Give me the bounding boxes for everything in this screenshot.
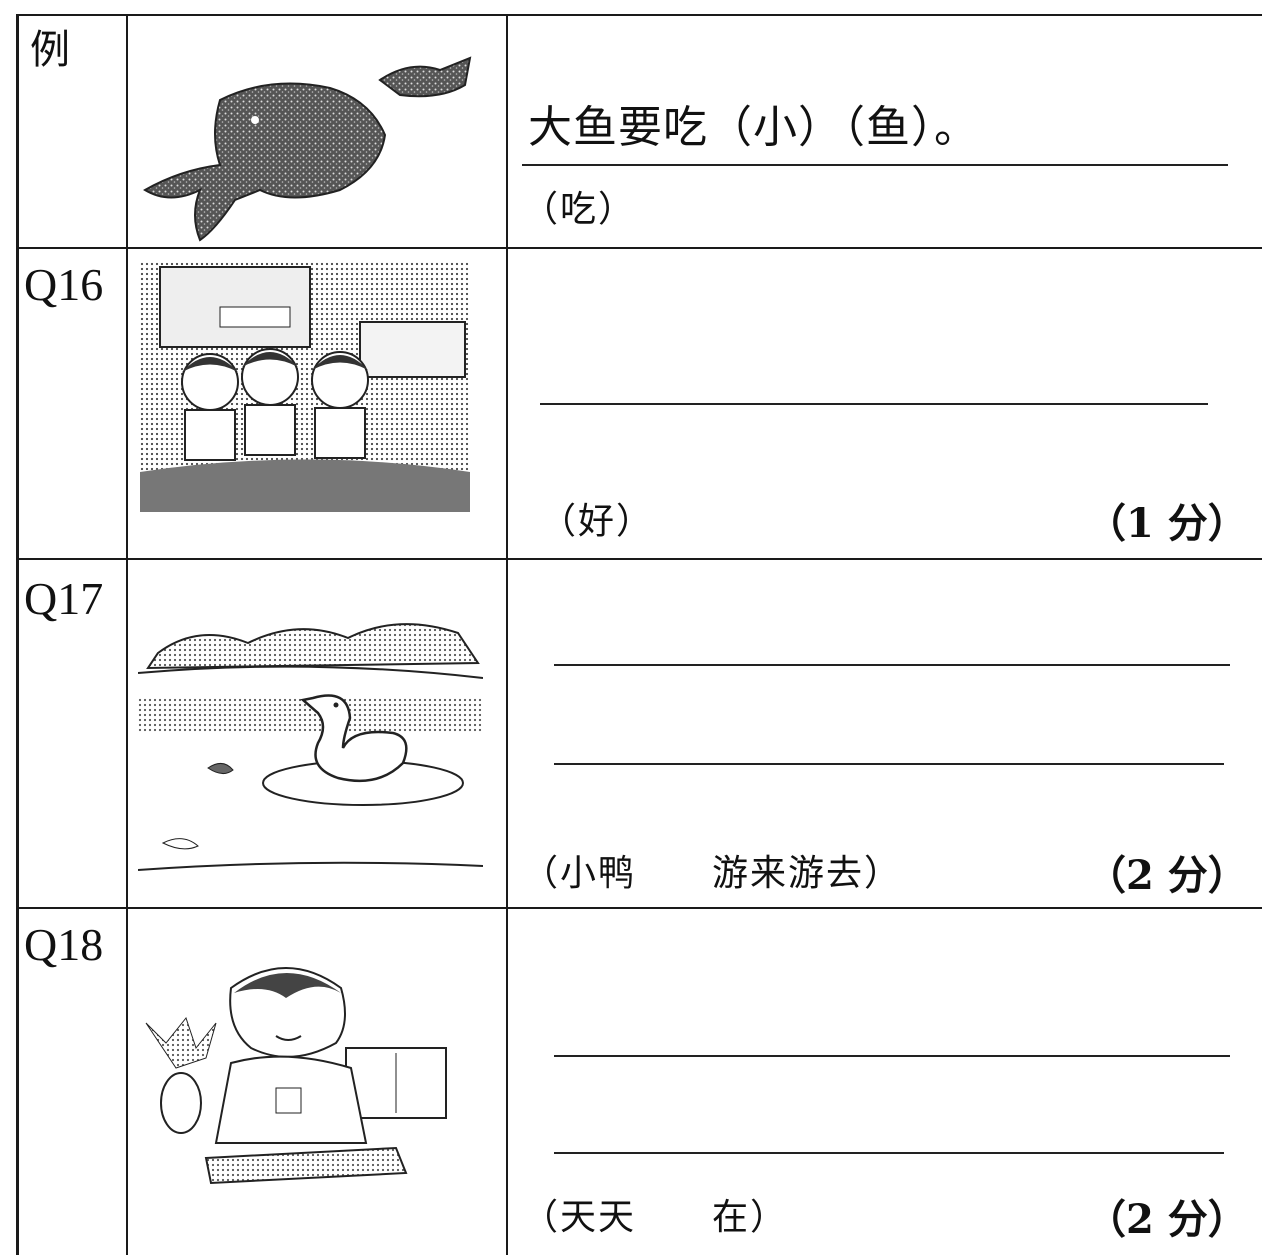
duck-in-pond-picture xyxy=(138,608,483,883)
answer-line-q18-b[interactable] xyxy=(554,1152,1224,1154)
row-label-example: 例 xyxy=(30,27,70,72)
table-border-left xyxy=(16,14,19,1255)
example-underline xyxy=(522,164,1228,166)
answer-line-q18-a[interactable] xyxy=(554,1055,1230,1057)
example-hint: （吃） xyxy=(522,189,637,230)
row-divider-1 xyxy=(16,247,1262,249)
hint-q16: （好） xyxy=(540,501,655,542)
hint-q17: （小鸭 游来游去） xyxy=(522,853,903,894)
boy-reading-picture xyxy=(136,948,456,1188)
row-divider-2 xyxy=(16,558,1262,560)
hint-q18: （天天 在） xyxy=(522,1197,789,1238)
row-label-q18: Q18 xyxy=(24,919,104,970)
row-label-q17: Q17 xyxy=(24,573,104,624)
children-at-school-picture xyxy=(140,262,470,512)
example-answer: 大鱼要吃（小）（鱼）。 xyxy=(528,102,979,153)
marks-q16: （1 分） xyxy=(1086,500,1248,547)
answer-line-q17-a[interactable] xyxy=(554,664,1230,666)
marks-q18: （2 分） xyxy=(1086,1196,1248,1243)
big-fish-small-fish-picture xyxy=(140,40,480,245)
row-label-q16: Q16 xyxy=(24,259,104,310)
answer-line-q16[interactable] xyxy=(540,403,1208,405)
marks-q17: （2 分） xyxy=(1086,852,1248,899)
row-divider-3 xyxy=(16,907,1262,909)
answer-line-q17-b[interactable] xyxy=(554,763,1224,765)
table-border-top xyxy=(16,14,1262,16)
column-divider-picture xyxy=(506,14,508,1255)
column-divider-label xyxy=(126,14,128,1255)
